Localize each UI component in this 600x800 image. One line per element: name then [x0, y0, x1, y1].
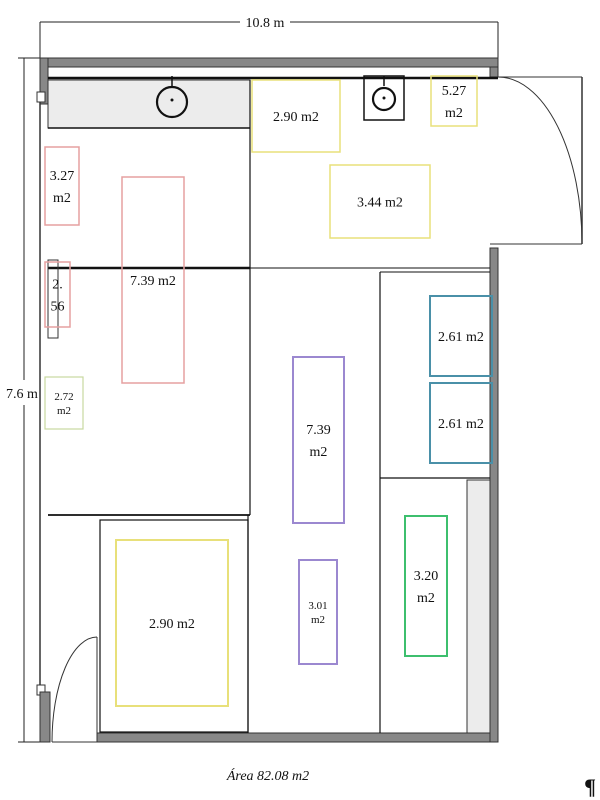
- zone-outline: [44, 261, 71, 328]
- zone-z1: 2.90 m2: [251, 79, 341, 153]
- zone-z10: 2.61 m2: [429, 295, 493, 377]
- zone-outline: [430, 75, 478, 127]
- total-area-label: Área 82.08 m2: [226, 767, 309, 784]
- bottom-door: [51, 636, 98, 743]
- zone-outline: [115, 539, 229, 707]
- zone-area-label: 3.44 m2: [357, 196, 403, 211]
- zone-outline: [44, 376, 84, 430]
- zone-z6: 2.56: [44, 261, 71, 328]
- corridor-strip: [47, 79, 251, 129]
- zone-z5: 7.39 m2: [121, 176, 185, 384]
- zone-area-label: 2.90 m2: [149, 617, 195, 632]
- zone-outline: [429, 382, 493, 464]
- zone-area-label: 2.61 m2: [438, 417, 484, 432]
- sink-icon: [363, 75, 405, 121]
- zone-z11: 2.61 m2: [429, 382, 493, 464]
- width-label: 10.8 m: [246, 16, 285, 31]
- zone-z13: 2.90 m2: [115, 539, 229, 707]
- zone-outline: [292, 356, 345, 524]
- right-door: [490, 76, 583, 245]
- width-dimension: 10.8 m: [39, 16, 499, 58]
- zone-outline: [329, 164, 431, 239]
- zone-z3: 3.44 m2: [329, 164, 431, 239]
- zone-area-label: 7.39 m2: [130, 274, 176, 289]
- zone-area-label: 2.56: [51, 278, 65, 315]
- zone-outline: [251, 79, 341, 153]
- height-dimension: 7.6 m: [6, 57, 40, 743]
- sink-icon: [155, 76, 189, 119]
- zone-outline: [404, 515, 448, 657]
- zone-outline: [298, 559, 338, 665]
- zone-outline: [429, 295, 493, 377]
- height-label: 7.6 m: [6, 387, 38, 402]
- zone-outline: [44, 146, 80, 226]
- zone-area-label: 2.61 m2: [438, 330, 484, 345]
- outer-walls: [36, 57, 499, 743]
- interior-partitions: [47, 80, 491, 734]
- pilcrow-mark: ¶: [584, 774, 596, 799]
- zone-area-label: 2.90 m2: [273, 110, 319, 125]
- zone-outline: [121, 176, 185, 384]
